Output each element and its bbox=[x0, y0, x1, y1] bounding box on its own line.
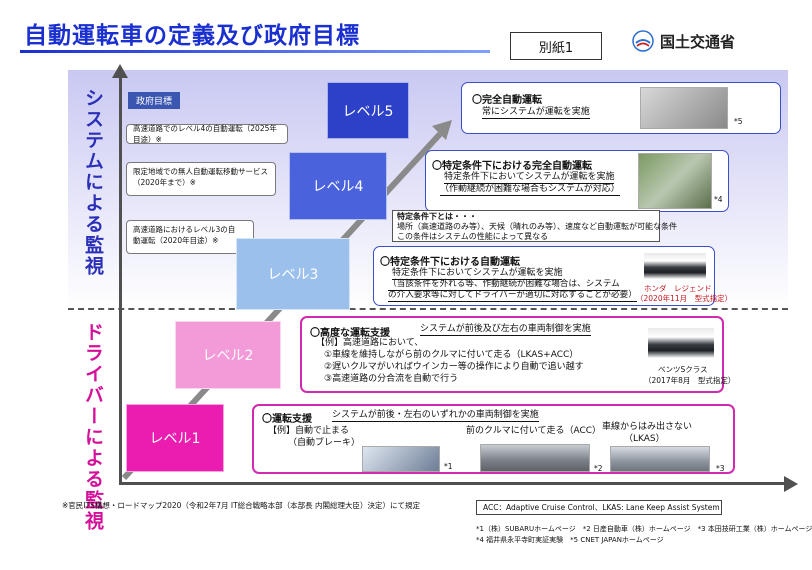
acc-photo bbox=[480, 444, 590, 472]
monitoring-divider bbox=[68, 308, 788, 310]
footnote-mark: *5 bbox=[734, 117, 743, 126]
level-2-item: ②遅いクルマがいればウインカー等の操作により自動で追い越す bbox=[324, 362, 584, 372]
level-2-heading: 〇高度な運転支援 bbox=[310, 328, 390, 339]
target-text: 高速道路でのレベル4の自動運転（2025年目途）※ bbox=[133, 124, 277, 144]
level-1-example-sub: （自動ブレーキ） bbox=[288, 438, 361, 448]
honda-legend-photo bbox=[644, 253, 706, 279]
car-name: ベンツSクラス bbox=[658, 365, 708, 374]
auto-brake-photo bbox=[362, 446, 440, 472]
footnote-mark: *3 bbox=[716, 464, 725, 473]
government-target-tag: 政府目標 bbox=[128, 92, 181, 109]
attachment-label: 別紙1 bbox=[510, 32, 602, 60]
level-2-item: ①車線を維持しながら前のクルマに付いて走る（LKAS+ACC） bbox=[324, 350, 579, 360]
level-1-example: 【例】自動で止まる bbox=[268, 426, 350, 436]
conditions-line: この条件はシステムの性能によって異なる bbox=[397, 232, 549, 241]
target-unmanned-service: 限定地域での無人自動運転移動サービス （2020年まで）※ bbox=[126, 162, 276, 196]
footnote-mark: *2 bbox=[594, 464, 603, 473]
level-3-block: レベル3 bbox=[236, 238, 350, 310]
level-3-line: 特定条件下においてシステムが運転を実施 bbox=[392, 268, 563, 280]
source-list: *4 福井県永平寺町実証実験 *5 CNET JAPANホームページ bbox=[476, 536, 664, 544]
level-4-line: （作動継続が困難な場合もシステムが対応） bbox=[440, 184, 620, 196]
level-5-photo bbox=[640, 87, 728, 129]
target-text: 高速道路におけるレベル3の自 bbox=[133, 225, 236, 234]
level-2-example: 【例】高速道路において、 bbox=[316, 338, 424, 348]
target-level4-highway: 高速道路でのレベル4の自動運転（2025年目途）※ bbox=[126, 124, 288, 144]
level-1-lkas-sub: （LKAS） bbox=[624, 434, 665, 444]
level-1-lkas: 車線からはみ出さない bbox=[602, 422, 693, 432]
x-axis-arrowhead bbox=[784, 476, 798, 492]
ministry-name: 国土交通省 bbox=[660, 32, 736, 51]
level-1-description: 〇運転支援 システムが前後・左右のいずれかの車両制御を実施 【例】自動で止まる … bbox=[252, 404, 735, 474]
title-underline bbox=[20, 50, 490, 53]
car-date: （2017年8月 型式指定） bbox=[644, 376, 736, 385]
level-5-line: 常にシステムが運転を実施 bbox=[482, 107, 590, 119]
level-3-description: 〇特定条件下における自動運転 特定条件下においてシステムが運転を実施 （当該条件… bbox=[373, 246, 732, 306]
ministry-logo: 国土交通省 bbox=[632, 30, 735, 52]
level-5-block: レベル5 bbox=[327, 82, 409, 139]
roadmap-note: ※官民ITS構想・ロードマップ2020（令和2年7月 IT総合戦略本部（本部長 … bbox=[62, 501, 421, 510]
footnote-mark: *1 bbox=[444, 462, 453, 471]
level-5-heading: 〇完全自動運転 bbox=[472, 95, 542, 106]
ministry-emblem-icon bbox=[632, 30, 654, 52]
x-axis bbox=[119, 482, 787, 485]
target-text: （2020年まで）※ bbox=[133, 178, 196, 187]
lkas-photo bbox=[610, 446, 710, 472]
level-4-photo bbox=[638, 153, 712, 209]
level-4-line: 特定条件下においてシステムが運転を実施 bbox=[444, 172, 615, 184]
target-level3-highway: 高速道路におけるレベル3の自 動運転（2020年目途）※ bbox=[126, 220, 254, 254]
level-4-block: レベル4 bbox=[289, 152, 387, 220]
level-3-line: の介入要求等に対してドライバーが適切に対応することが必要） bbox=[388, 290, 637, 302]
level-2-subheading: システムが前後及び左右の車両制御を実施 bbox=[420, 324, 591, 336]
benz-s-class-photo bbox=[648, 328, 714, 358]
target-text: 動運転（2020年目途）※ bbox=[133, 236, 219, 245]
level-1-subheading: システムが前後・左右のいずれかの車両制御を実施 bbox=[332, 410, 539, 422]
conditions-heading: 特定条件下とは・・・ bbox=[397, 212, 477, 221]
level-1-heading: 〇運転支援 bbox=[262, 414, 312, 425]
level-3-heading: 〇特定条件下における自動運転 bbox=[380, 257, 520, 268]
level-1-acc: 前のクルマに付いて走る（ACC） bbox=[466, 426, 602, 436]
abbreviation-legend: ACC：Adaptive Cruise Control、LKAS: Lane K… bbox=[476, 500, 722, 515]
car-name: ホンダ レジェンド bbox=[644, 284, 712, 293]
level-5-description: 〇完全自動運転 常にシステムが運転を実施 *5 bbox=[461, 82, 781, 134]
level-2-description: 〇高度な運転支援 システムが前後及び左右の車両制御を実施 【例】高速道路において… bbox=[300, 316, 735, 393]
level-2-block: レベル2 bbox=[175, 321, 281, 389]
level-4-description: 〇特定条件下における完全自動運転 特定条件下においてシステムが運転を実施 （作動… bbox=[425, 150, 729, 212]
level-4-heading: 〇特定条件下における完全自動運転 bbox=[432, 161, 592, 172]
target-text: 限定地域での無人自動運転移動サービス bbox=[133, 167, 268, 176]
y-axis bbox=[119, 76, 122, 484]
source-list: *1（株）SUBARUホームページ *2 日産自動車（株）ホームページ *3 本… bbox=[476, 525, 812, 533]
y-axis-arrowhead bbox=[112, 64, 128, 78]
specific-conditions-note: 特定条件下とは・・・ 場所（高速道路のみ等）、天候（晴れのみ等）、速度など自動運… bbox=[392, 210, 677, 242]
car-date: （2020年11月 型式指定） bbox=[636, 294, 733, 303]
level-2-item: ③高速道路の分合流を自動で行う bbox=[324, 374, 459, 384]
conditions-line: 場所（高速道路のみ等）、天候（晴れのみ等）、速度など自動運転が可能な条件 bbox=[397, 222, 677, 231]
page-title: 自動運転車の定義及び政府目標 bbox=[24, 23, 360, 49]
footnote-mark: *4 bbox=[714, 195, 723, 204]
level-3-line: （当該条件を外れる等、作動継続が困難な場合は、システム bbox=[388, 279, 620, 291]
system-monitoring-label: システムによる監視 bbox=[82, 88, 104, 277]
level-1-block: レベル1 bbox=[126, 404, 224, 472]
driver-monitoring-label: ドライバーによる監視 bbox=[82, 322, 104, 532]
